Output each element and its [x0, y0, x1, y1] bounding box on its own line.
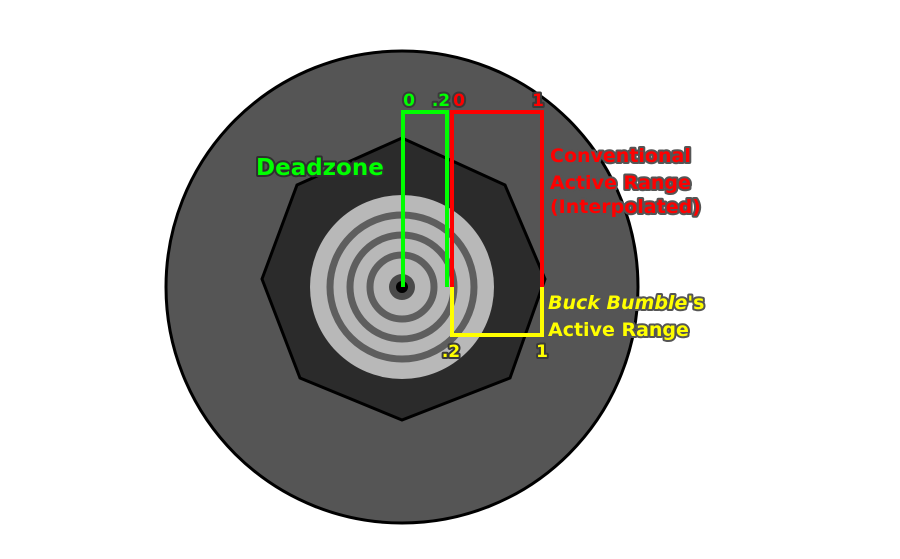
buck-bumble-label-line1: Buck Bumble's — [548, 292, 704, 314]
yellow-point-two-label: .2 — [442, 342, 460, 362]
buck-bumble-range-bracket — [450, 287, 544, 337]
red-one-label: 1 — [532, 91, 544, 111]
green-zero-label: 0 — [403, 91, 415, 111]
buck-bumble-suffix: 's — [687, 292, 704, 314]
conventional-range-bracket — [450, 110, 544, 287]
conventional-label-line2: Active Range — [550, 172, 691, 194]
buck-bumble-label-line2: Active Range — [548, 319, 689, 341]
green-point-two-label: .2 — [432, 91, 450, 111]
conventional-label-line3: (Interpolated) — [550, 196, 701, 218]
conventional-label-line1: Conventional — [550, 145, 691, 167]
deadzone-bracket — [401, 110, 449, 287]
deadzone-label: Deadzone — [256, 155, 384, 181]
yellow-one-label: 1 — [536, 342, 548, 362]
buck-bumble-title: Buck Bumble — [548, 292, 687, 314]
red-zero-label: 0 — [453, 91, 465, 111]
